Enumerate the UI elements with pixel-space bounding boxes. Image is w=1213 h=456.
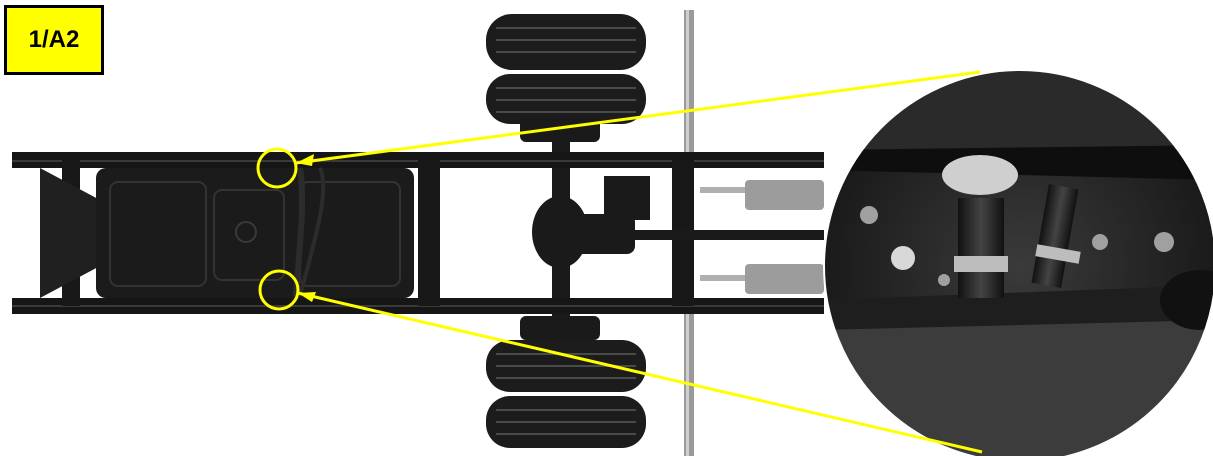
top-tires <box>486 14 646 124</box>
fuel-line <box>293 167 306 297</box>
drive-shaft <box>630 230 824 240</box>
rear-axle <box>520 118 635 340</box>
fuel-tank <box>96 168 414 298</box>
callout-bottom <box>258 269 983 454</box>
magnified-fuel-line-detail <box>823 69 1213 456</box>
callout-top <box>256 70 981 189</box>
exhaust-mufflers <box>604 176 824 294</box>
diagram-label: 1/A2 <box>4 5 104 75</box>
